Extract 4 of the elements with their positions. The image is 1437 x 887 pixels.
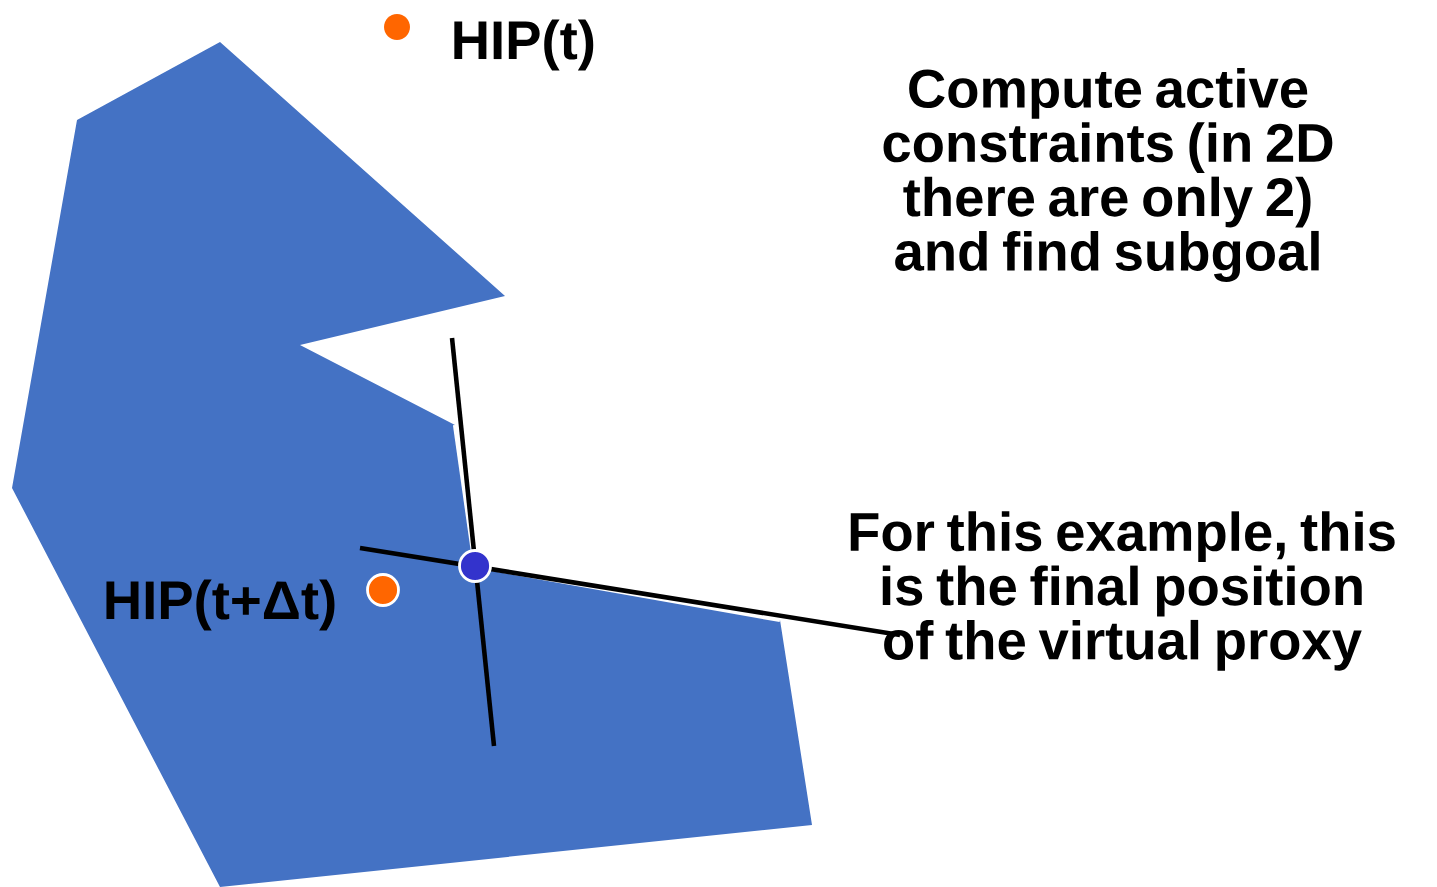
point-label: HIP(t) <box>454 19 594 71</box>
note-text: Compute active constraints (in 2D there are only 2) and find subgoal <box>883 68 1333 282</box>
note-text: For this example, this is the final position of the virtual proxy <box>850 511 1395 671</box>
point-label: HIP(t+Δt) <box>106 579 335 631</box>
